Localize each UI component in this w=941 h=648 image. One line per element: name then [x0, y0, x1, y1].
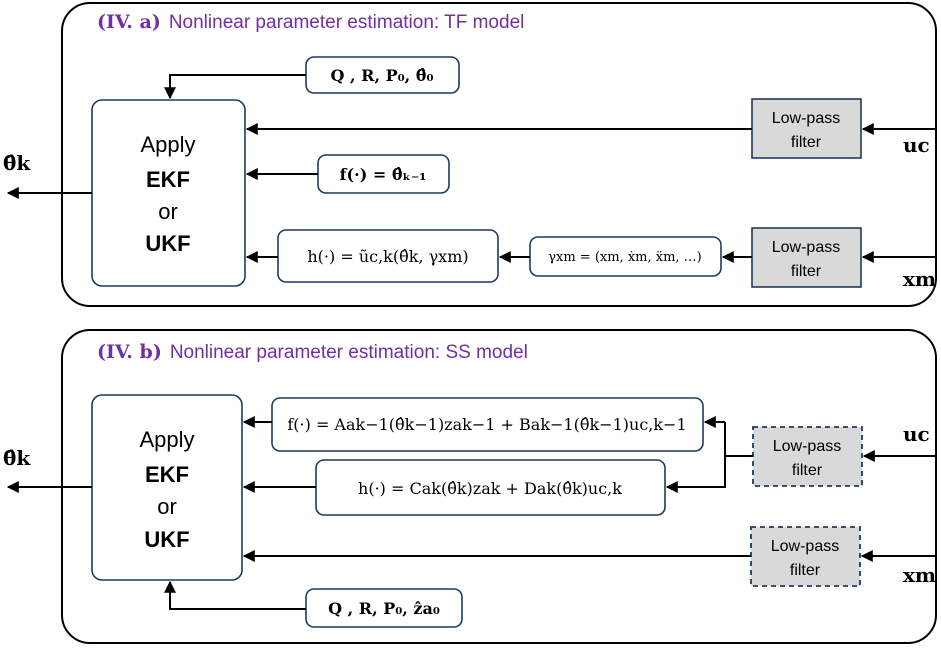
lowpass-filter-x-b-label-2: filter — [790, 562, 821, 579]
init-params-b: Q , R, P₀, ẑa₀ — [328, 599, 440, 618]
f-equation-b: f(·) = Aak−1(θ̂k−1)zak−1 + Bak−1(θ̂k−1)u… — [287, 415, 686, 434]
panel-b-title: (IV. b) Nonlinear parameter estimation: … — [97, 341, 528, 363]
lowpass-filter-x-b-label-1: Low-pass — [771, 538, 839, 555]
apply-box-b — [91, 394, 243, 581]
ekf-label-a: EKF — [146, 167, 190, 192]
lowpass-filter-u-a-label-1: Low-pass — [772, 110, 840, 127]
lowpass-filter-u-b-label-1: Low-pass — [773, 438, 841, 455]
panel-b: (IV. b) Nonlinear parameter estimation: … — [3, 329, 937, 644]
lowpass-filter-u-a-label-2: filter — [791, 134, 822, 151]
arrow-init-to-apply-a — [164, 74, 306, 100]
lowpass-filter-u-a — [751, 98, 862, 159]
branch-line-b — [724, 422, 753, 457]
h-equation-b: h(·) = Cak(θ̂k)zak + Dak(θ̂k)uc,k — [358, 479, 622, 498]
init-params-a: Q , R, P₀, θ̂₀ — [331, 66, 434, 85]
input-x-label-b: xm — [903, 563, 936, 587]
output-label-b: θ̂k — [3, 446, 31, 470]
lowpass-filter-u-b-label-2: filter — [792, 462, 823, 479]
or-label-a: or — [158, 199, 178, 224]
lowpass-filter-u-b — [752, 426, 863, 487]
ukf-label-a: UKF — [145, 231, 190, 256]
panel-a-frame — [61, 2, 937, 307]
arrow-branch-to-h-b — [665, 456, 726, 493]
lowpass-filter-x-b — [750, 526, 861, 587]
f-equation-a: f(·) = θ̂ₖ₋₁ — [340, 165, 427, 184]
arrow-init-to-apply-b — [164, 580, 306, 610]
panel-a: (IV. a) Nonlinear parameter estimation: … — [3, 2, 937, 307]
h-equation-a: h(·) = ũc,k(θ̂k, γxm) — [307, 247, 468, 266]
f-box-b — [271, 397, 704, 452]
apply-label-b: Apply — [139, 427, 194, 452]
ukf-label-b: UKF — [144, 527, 189, 552]
panel-a-title: (IV. a) Nonlinear parameter estimation: … — [97, 11, 524, 33]
apply-box-a — [91, 99, 246, 287]
or-label-b: or — [157, 494, 177, 519]
input-u-label-b: uc — [903, 422, 930, 446]
lowpass-filter-x-a-label-2: filter — [791, 263, 822, 280]
lowpass-filter-x-a-label-1: Low-pass — [772, 239, 840, 256]
input-u-label-a: uc — [903, 133, 930, 157]
input-x-label-a: xm — [903, 267, 936, 291]
gamma-equation-a: γxm = (xm, ẋm, ẍm, …) — [548, 250, 702, 265]
output-label-a: θ̂k — [3, 151, 31, 175]
ekf-label-b: EKF — [145, 462, 189, 487]
apply-label-a: Apply — [140, 132, 195, 157]
